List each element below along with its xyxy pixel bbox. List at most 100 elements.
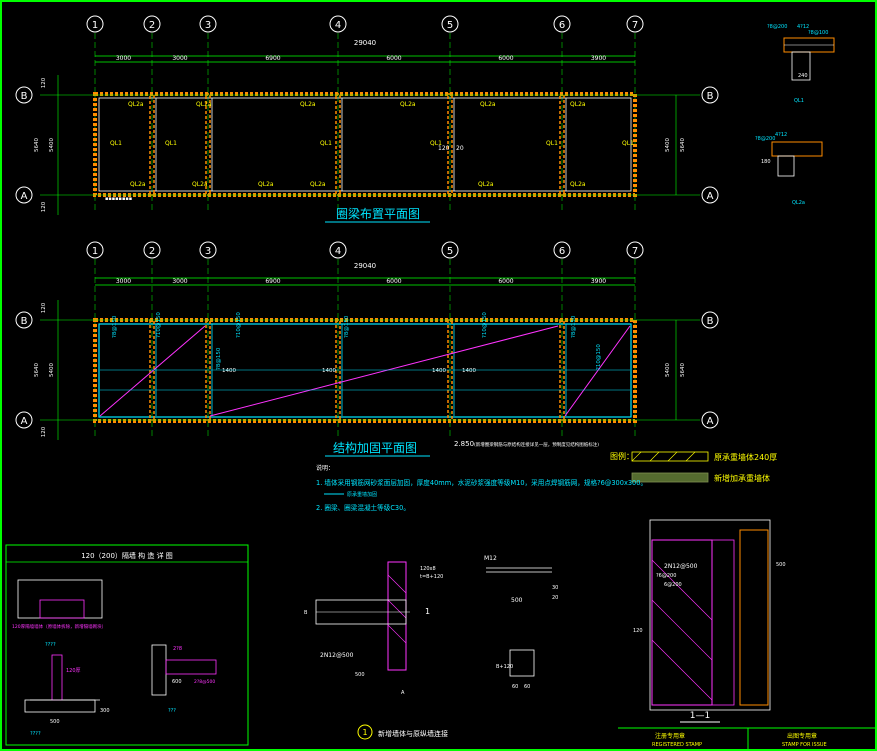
partition-label-2phi8: 2?8 xyxy=(173,646,182,652)
partition-detail-frame xyxy=(5,544,249,746)
row-bubble xyxy=(701,86,719,104)
plan1-total-dim: 29040 xyxy=(354,39,376,47)
axis-bubble xyxy=(553,15,571,33)
rebar-label: ?10@150 xyxy=(596,344,602,370)
row-label: B xyxy=(21,91,28,102)
notes-heading: 说明： xyxy=(316,464,334,472)
side-dim: 120 xyxy=(41,77,47,88)
dim-1400: 1400 xyxy=(432,368,446,374)
title-block: 注册专用章 REGISTERED STAMP 出图专用章 STAMP FOR I… xyxy=(618,727,876,750)
plan2-title: 结构加固平面图 xyxy=(333,440,417,455)
span-dim: 6000 xyxy=(386,55,401,62)
side-dim: 5640 xyxy=(680,138,686,152)
detail-ql1-label-3: ?8@100 xyxy=(808,30,828,36)
rebar-label: ?10@150 xyxy=(236,312,242,338)
axis-label: 2 xyxy=(149,246,155,257)
partition-label-2: ???? xyxy=(30,731,41,737)
rebar-label: ?8@150 xyxy=(112,315,118,338)
reg-stamp-label-en: REGISTERED STAMP xyxy=(652,742,702,748)
conn-dim-A: A xyxy=(401,690,405,696)
plan2-elevation: 2.850 xyxy=(454,440,474,448)
partition-dim-500: 500 xyxy=(50,719,60,725)
plan2-elevation-note: (新增圈梁钢筋与原结构连接详见一层，预制度见结构图纸标注) xyxy=(474,441,599,448)
beam-details: ?8@200 4?12 ?8@100 240 QL1 4?12 ?8@200 1… xyxy=(755,24,835,206)
axis-label: 5 xyxy=(447,246,453,257)
legend: 图例： 原承重墙体240厚 新增加承重墙体 xyxy=(610,451,777,483)
beam-label: QL2a xyxy=(196,101,212,108)
axis-label: 7 xyxy=(632,246,638,257)
detail-ql1-label-1: ?8@200 xyxy=(767,24,787,30)
section-1-1: 2N12@500 ?6@200 6@200 500 120 1—1 xyxy=(633,519,786,723)
detail-ql2-dim: 180 xyxy=(761,159,771,165)
side-dim: 5400 xyxy=(49,363,55,377)
conn-dim-60b: 60 xyxy=(524,684,530,690)
conn-section-mark: 1 xyxy=(425,607,430,616)
axis-bubble xyxy=(143,241,161,259)
side-dim: 120 xyxy=(41,302,47,313)
section-dim-120: 120 xyxy=(633,628,643,634)
conn-circle-num: 1 xyxy=(362,728,367,737)
plan2-inner-line xyxy=(98,323,632,418)
axis-label: 1 xyxy=(92,20,98,31)
span-dim: 6900 xyxy=(265,55,280,62)
partition-label-120: 120厚 xyxy=(66,668,81,674)
row-label: B xyxy=(707,316,714,327)
axis-bubble xyxy=(553,241,571,259)
legend-item-1: 原承重墙体240厚 xyxy=(714,452,777,462)
row-label: A xyxy=(21,416,28,427)
legend-item-2: 新增加承重墙体 xyxy=(714,473,770,483)
dim-1400: 1400 xyxy=(222,368,236,374)
side-dim: 5640 xyxy=(34,138,40,152)
rebar-label: ?8@150 xyxy=(216,347,222,370)
section-label-3: 6@200 xyxy=(664,582,682,588)
span-dim: 3000 xyxy=(172,55,187,62)
side-dim: 5400 xyxy=(665,138,671,152)
legend-swatch-2 xyxy=(631,472,709,483)
partition-dim-300: 300 xyxy=(100,708,110,714)
span-dim: 3000 xyxy=(116,55,131,62)
span-dim: 3000 xyxy=(116,278,131,285)
plan2-total-dim: 29040 xyxy=(354,262,376,270)
section-title: 1—1 xyxy=(690,711,710,721)
axis-bubble xyxy=(199,241,217,259)
plan1-title: 圈梁布置平面图 xyxy=(336,206,420,221)
partition-label-1: ???? xyxy=(45,642,56,648)
axis-label: 4 xyxy=(335,246,341,257)
rebar-label: ?8@150 xyxy=(571,315,577,338)
conn-label-t: t=B+120 xyxy=(420,574,443,580)
row-label: B xyxy=(707,91,714,102)
beam-label: QL2a xyxy=(480,101,496,108)
beam-label: QL2a xyxy=(478,181,494,188)
beam-label: QL1 xyxy=(165,140,177,147)
partition-label-2phi8b: 2?8@500 xyxy=(194,679,215,685)
span-dim: 6000 xyxy=(386,278,401,285)
conn-circle xyxy=(357,724,373,740)
rebar-label: ?10@150 xyxy=(482,312,488,338)
axis-bubble xyxy=(441,15,459,33)
beam-label: QL1 xyxy=(320,140,332,147)
side-dim: 5640 xyxy=(680,363,686,377)
axis-bubble xyxy=(86,15,104,33)
row-label: A xyxy=(707,191,714,202)
general-notes: 说明： 1. 墙体采用钢筋网砂浆面层加固，厚度40mm，水泥砂浆强度等级M10，… xyxy=(316,464,647,512)
axis-label: 1 xyxy=(92,246,98,257)
row-bubble xyxy=(701,311,719,329)
side-dim: 120 xyxy=(41,201,47,212)
beam-label: QL2a xyxy=(570,101,586,108)
conn-label-120x8: 120x8 xyxy=(420,566,436,572)
row-label: B xyxy=(21,316,28,327)
plan1-note-120: 120 xyxy=(438,145,450,152)
conn-label-2n12: 2N12@500 xyxy=(320,652,354,659)
conn-dim-B: B xyxy=(304,610,308,616)
axis-bubble xyxy=(329,15,347,33)
span-dim: 6000 xyxy=(498,278,513,285)
partition-label-bottom: ??? xyxy=(168,708,176,714)
axis-label: 3 xyxy=(205,20,211,31)
row-bubble xyxy=(15,311,33,329)
axis-label: 6 xyxy=(559,20,565,31)
side-dim: 5400 xyxy=(49,138,55,152)
side-dim: 5400 xyxy=(665,363,671,377)
conn-label-m12: M12 xyxy=(484,555,497,562)
